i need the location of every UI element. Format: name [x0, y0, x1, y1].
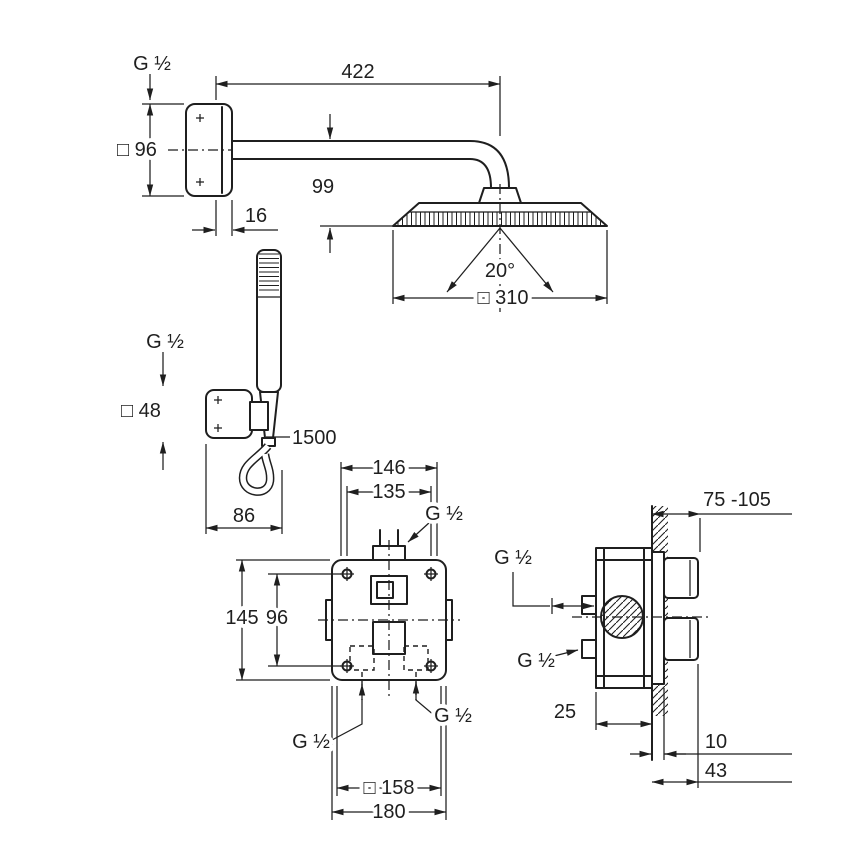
dim-hose-length: 1500	[292, 427, 337, 449]
mixer-side-view	[512, 505, 792, 788]
hand-shower-view	[159, 249, 290, 534]
shower-arm	[231, 140, 510, 189]
dim-trim-depth-10: 10	[705, 731, 727, 753]
dim-install-depth-range: 75 -105	[703, 489, 771, 511]
dim-body-height-96: 96	[266, 607, 288, 629]
mixer-front-view	[236, 462, 460, 820]
wall-outlet-flange	[205, 389, 253, 439]
bottom-handle	[663, 617, 699, 661]
outlet-right	[403, 645, 429, 671]
dim-hand-flange-size: □ 48	[121, 400, 161, 422]
dim-body-width-180: 180	[372, 801, 405, 823]
dim-handle-depth-43: 43	[705, 760, 727, 782]
hose-nut	[261, 437, 276, 447]
dim-arm-flange-size: □ 96	[117, 139, 157, 161]
label-body-bottom-left-thread: G ½	[292, 731, 330, 753]
dim-arm-flange-depth: 16	[245, 205, 267, 227]
dim-head-width: □ 310	[477, 287, 528, 309]
hand-shower-face	[259, 253, 279, 293]
dim-body-width-146: 146	[372, 457, 405, 479]
outlet-stub	[581, 639, 597, 659]
dim-arm-length: 422	[341, 61, 374, 83]
flange-screws	[196, 114, 204, 186]
shower-holder	[249, 401, 269, 431]
dim-box-depth-25: 25	[554, 701, 576, 723]
label-side-bottom-thread: G ½	[517, 650, 555, 672]
dim-body-height-145: 145	[225, 607, 258, 629]
top-handle	[663, 557, 699, 599]
dim-head-drop: 99	[312, 176, 334, 198]
outlet-left	[349, 645, 375, 671]
label-body-top-thread: G ½	[425, 503, 463, 525]
label-arm-thread: G ½	[133, 53, 171, 75]
label-side-top-thread: G ½	[494, 547, 532, 569]
dim-spray-angle: 20°	[485, 260, 515, 282]
dimension-labels: G ½ 422 □ 96 16 99 20° □ 310 G ½ □ 48 15…	[113, 49, 775, 827]
trim-plate	[651, 551, 665, 685]
inlet-stub	[581, 595, 597, 615]
head-shower-view	[142, 74, 608, 312]
dim-plate-size-158: □ 158	[363, 777, 414, 799]
dim-body-width-135: 135	[372, 481, 405, 503]
label-body-bottom-right-thread: G ½	[434, 705, 472, 727]
dim-hand-projection: 86	[233, 505, 255, 527]
label-hand-thread: G ½	[146, 331, 184, 353]
